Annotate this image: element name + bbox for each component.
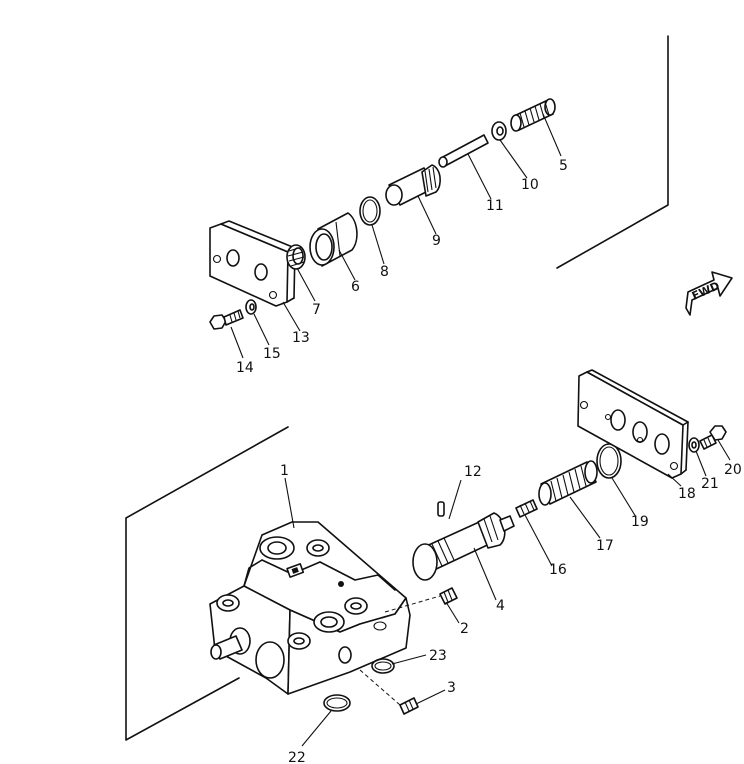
plug-2 xyxy=(439,587,458,605)
upper-frame xyxy=(556,35,669,269)
lower-frame xyxy=(125,426,289,741)
callout-21: 21 xyxy=(701,476,719,492)
cover-plate-lower xyxy=(577,369,689,479)
callout-18: 18 xyxy=(678,486,696,502)
callout-19: 19 xyxy=(631,514,649,530)
pin-11 xyxy=(438,134,489,168)
sleeve-6 xyxy=(309,212,358,267)
callout-10: 10 xyxy=(521,177,539,193)
callout-9: 9 xyxy=(432,233,441,249)
spring-16 xyxy=(515,499,538,518)
callout-17: 17 xyxy=(596,538,614,554)
leader-lines xyxy=(230,113,731,747)
callout-23: 23 xyxy=(429,648,447,664)
callout-2: 2 xyxy=(460,621,469,637)
bolt-14 xyxy=(209,309,244,330)
callout-11: 11 xyxy=(486,198,504,214)
o-ring-22 xyxy=(323,694,351,712)
washer-10 xyxy=(491,121,507,141)
pin-12 xyxy=(437,501,445,517)
callout-4: 4 xyxy=(496,598,505,614)
plug-3 xyxy=(359,669,419,715)
bolt-20 xyxy=(699,425,727,450)
fwd-arrow-icon: FWD xyxy=(685,271,733,316)
spring-17 xyxy=(538,460,598,506)
cover-plate-upper xyxy=(209,220,296,307)
valve-body-1 xyxy=(209,521,441,695)
callout-1: 1 xyxy=(280,463,289,479)
fwd-label: FWD xyxy=(690,279,722,303)
callout-15: 15 xyxy=(263,346,281,362)
callout-12: 12 xyxy=(464,464,482,480)
callout-3: 3 xyxy=(447,680,456,696)
washer-15 xyxy=(245,299,257,315)
callout-5: 5 xyxy=(559,158,568,174)
o-ring-19 xyxy=(596,443,622,479)
callout-7: 7 xyxy=(312,302,321,318)
o-ring-8 xyxy=(359,196,381,226)
washer-21 xyxy=(688,437,700,453)
callout-6: 6 xyxy=(351,279,360,295)
o-ring-23 xyxy=(371,658,395,674)
plunger-9 xyxy=(385,164,441,206)
callout-22: 22 xyxy=(288,750,306,764)
callout-16: 16 xyxy=(549,562,567,578)
callout-14: 14 xyxy=(236,360,254,376)
callout-20: 20 xyxy=(724,462,742,478)
spring-7 xyxy=(286,244,306,270)
callout-8: 8 xyxy=(380,264,389,280)
callout-13: 13 xyxy=(292,330,310,346)
spring-5 xyxy=(510,98,556,132)
spool-4 xyxy=(412,512,515,581)
callouts: 1 2 3 4 5 6 7 8 9 10 11 12 13 14 15 16 1… xyxy=(236,158,742,764)
